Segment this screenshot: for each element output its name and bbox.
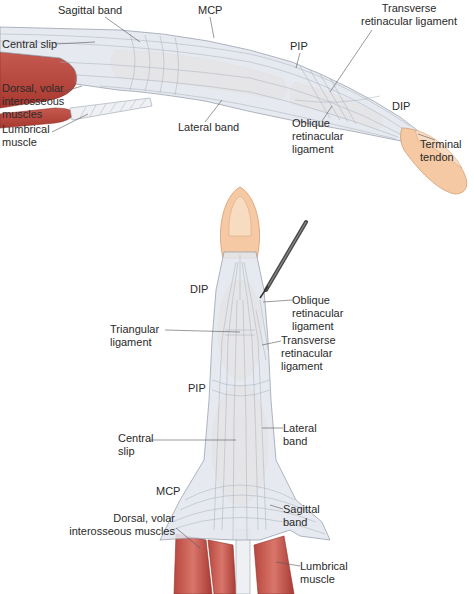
interosseous-muscle (174, 534, 212, 594)
illustration-part (233, 300, 237, 540)
illustration-part (130, 34, 135, 90)
illustration-part (130, 100, 136, 109)
part-label: Central slip (2, 38, 72, 51)
illustration-part (296, 53, 300, 68)
illustration-part (210, 17, 214, 38)
leader-lines (52, 17, 435, 140)
part-label: Terminal tendon (420, 138, 470, 164)
illustration-part (150, 440, 236, 441)
illustration-part (214, 262, 236, 530)
fingertip (220, 187, 259, 258)
part-label: Lumbrical muscle (2, 123, 62, 149)
illustration-part (0, 34, 410, 126)
part-label: Transverse retinacular ligament (281, 334, 346, 373)
part-label: Sagittal band (283, 503, 333, 529)
illustration-part (276, 562, 300, 566)
illustration-part (110, 103, 116, 112)
part-label: Lateral band (283, 422, 328, 448)
part-label: Dorsal, volar interosseous muscles (60, 512, 175, 538)
interosseous-muscle (208, 540, 236, 594)
illustration-part (212, 380, 270, 386)
illustration-part (160, 36, 164, 93)
illustration-part (76, 75, 398, 137)
illustration-part (260, 300, 268, 350)
illustration-part (262, 428, 283, 429)
part-label: Lateral band (178, 121, 258, 134)
part-label: DIP (190, 283, 230, 296)
part-label: Oblique retinacular ligament (292, 294, 357, 333)
illustration-part (52, 114, 88, 132)
illustration-part (225, 330, 255, 331)
probe-instrument (260, 222, 306, 298)
illustration-part (212, 390, 270, 396)
part-label: PIP (188, 382, 228, 395)
illustration-part (145, 35, 150, 91)
part-label: MCP (156, 485, 196, 498)
illustration-part (140, 99, 146, 107)
illustration-part (244, 262, 266, 530)
illustration-part (62, 86, 82, 92)
illustration-part (60, 62, 400, 134)
illustration-part (120, 102, 126, 111)
part-label: Lumbrical muscle (300, 560, 360, 586)
illustration-part (55, 42, 95, 44)
illustration-part (205, 100, 222, 122)
nail (229, 196, 251, 236)
illustration-part (256, 310, 266, 360)
sheet-fibers (0, 34, 410, 139)
illustration-part (90, 105, 96, 116)
part-label: Transverse retinacular ligament (355, 2, 463, 28)
illustration-part (330, 30, 372, 92)
part-label: Dorsal, volar interosseous muscles (2, 82, 74, 121)
illustration-part (243, 300, 247, 540)
lateral-view (0, 17, 467, 194)
part-label: Sagittal band (58, 4, 138, 17)
illustration-part (240, 255, 241, 300)
part-label: Central slip (118, 432, 163, 458)
illustration-part (105, 17, 140, 42)
illustration-part (266, 222, 306, 290)
part-label: MCP (198, 4, 238, 17)
illustration-part (295, 96, 380, 102)
dorsal-view (150, 187, 330, 594)
part-label: Triangular ligament (110, 323, 170, 349)
part-label: DIP (392, 100, 432, 113)
illustration-part (225, 335, 255, 336)
illustration-part (310, 70, 340, 120)
illustration-part (165, 330, 240, 332)
part-label: Oblique retinacular ligament (292, 117, 357, 156)
illustration-part (266, 222, 306, 290)
illustration-part (260, 286, 268, 298)
lumbrical-hatch (80, 99, 146, 118)
illustration-part (100, 86, 396, 139)
illustration-part (176, 528, 200, 548)
illustration-part (320, 74, 348, 122)
illustration-part (100, 104, 106, 114)
illustration-part (185, 485, 295, 500)
lumbrical-muscle (254, 536, 294, 594)
extensor-sheet (0, 27, 422, 145)
illustration-part (262, 341, 281, 345)
illustration-part (263, 300, 292, 302)
illustration-part (300, 66, 330, 118)
illustration-part (270, 505, 283, 509)
illustration-part (175, 37, 179, 95)
part-label: PIP (290, 40, 330, 53)
